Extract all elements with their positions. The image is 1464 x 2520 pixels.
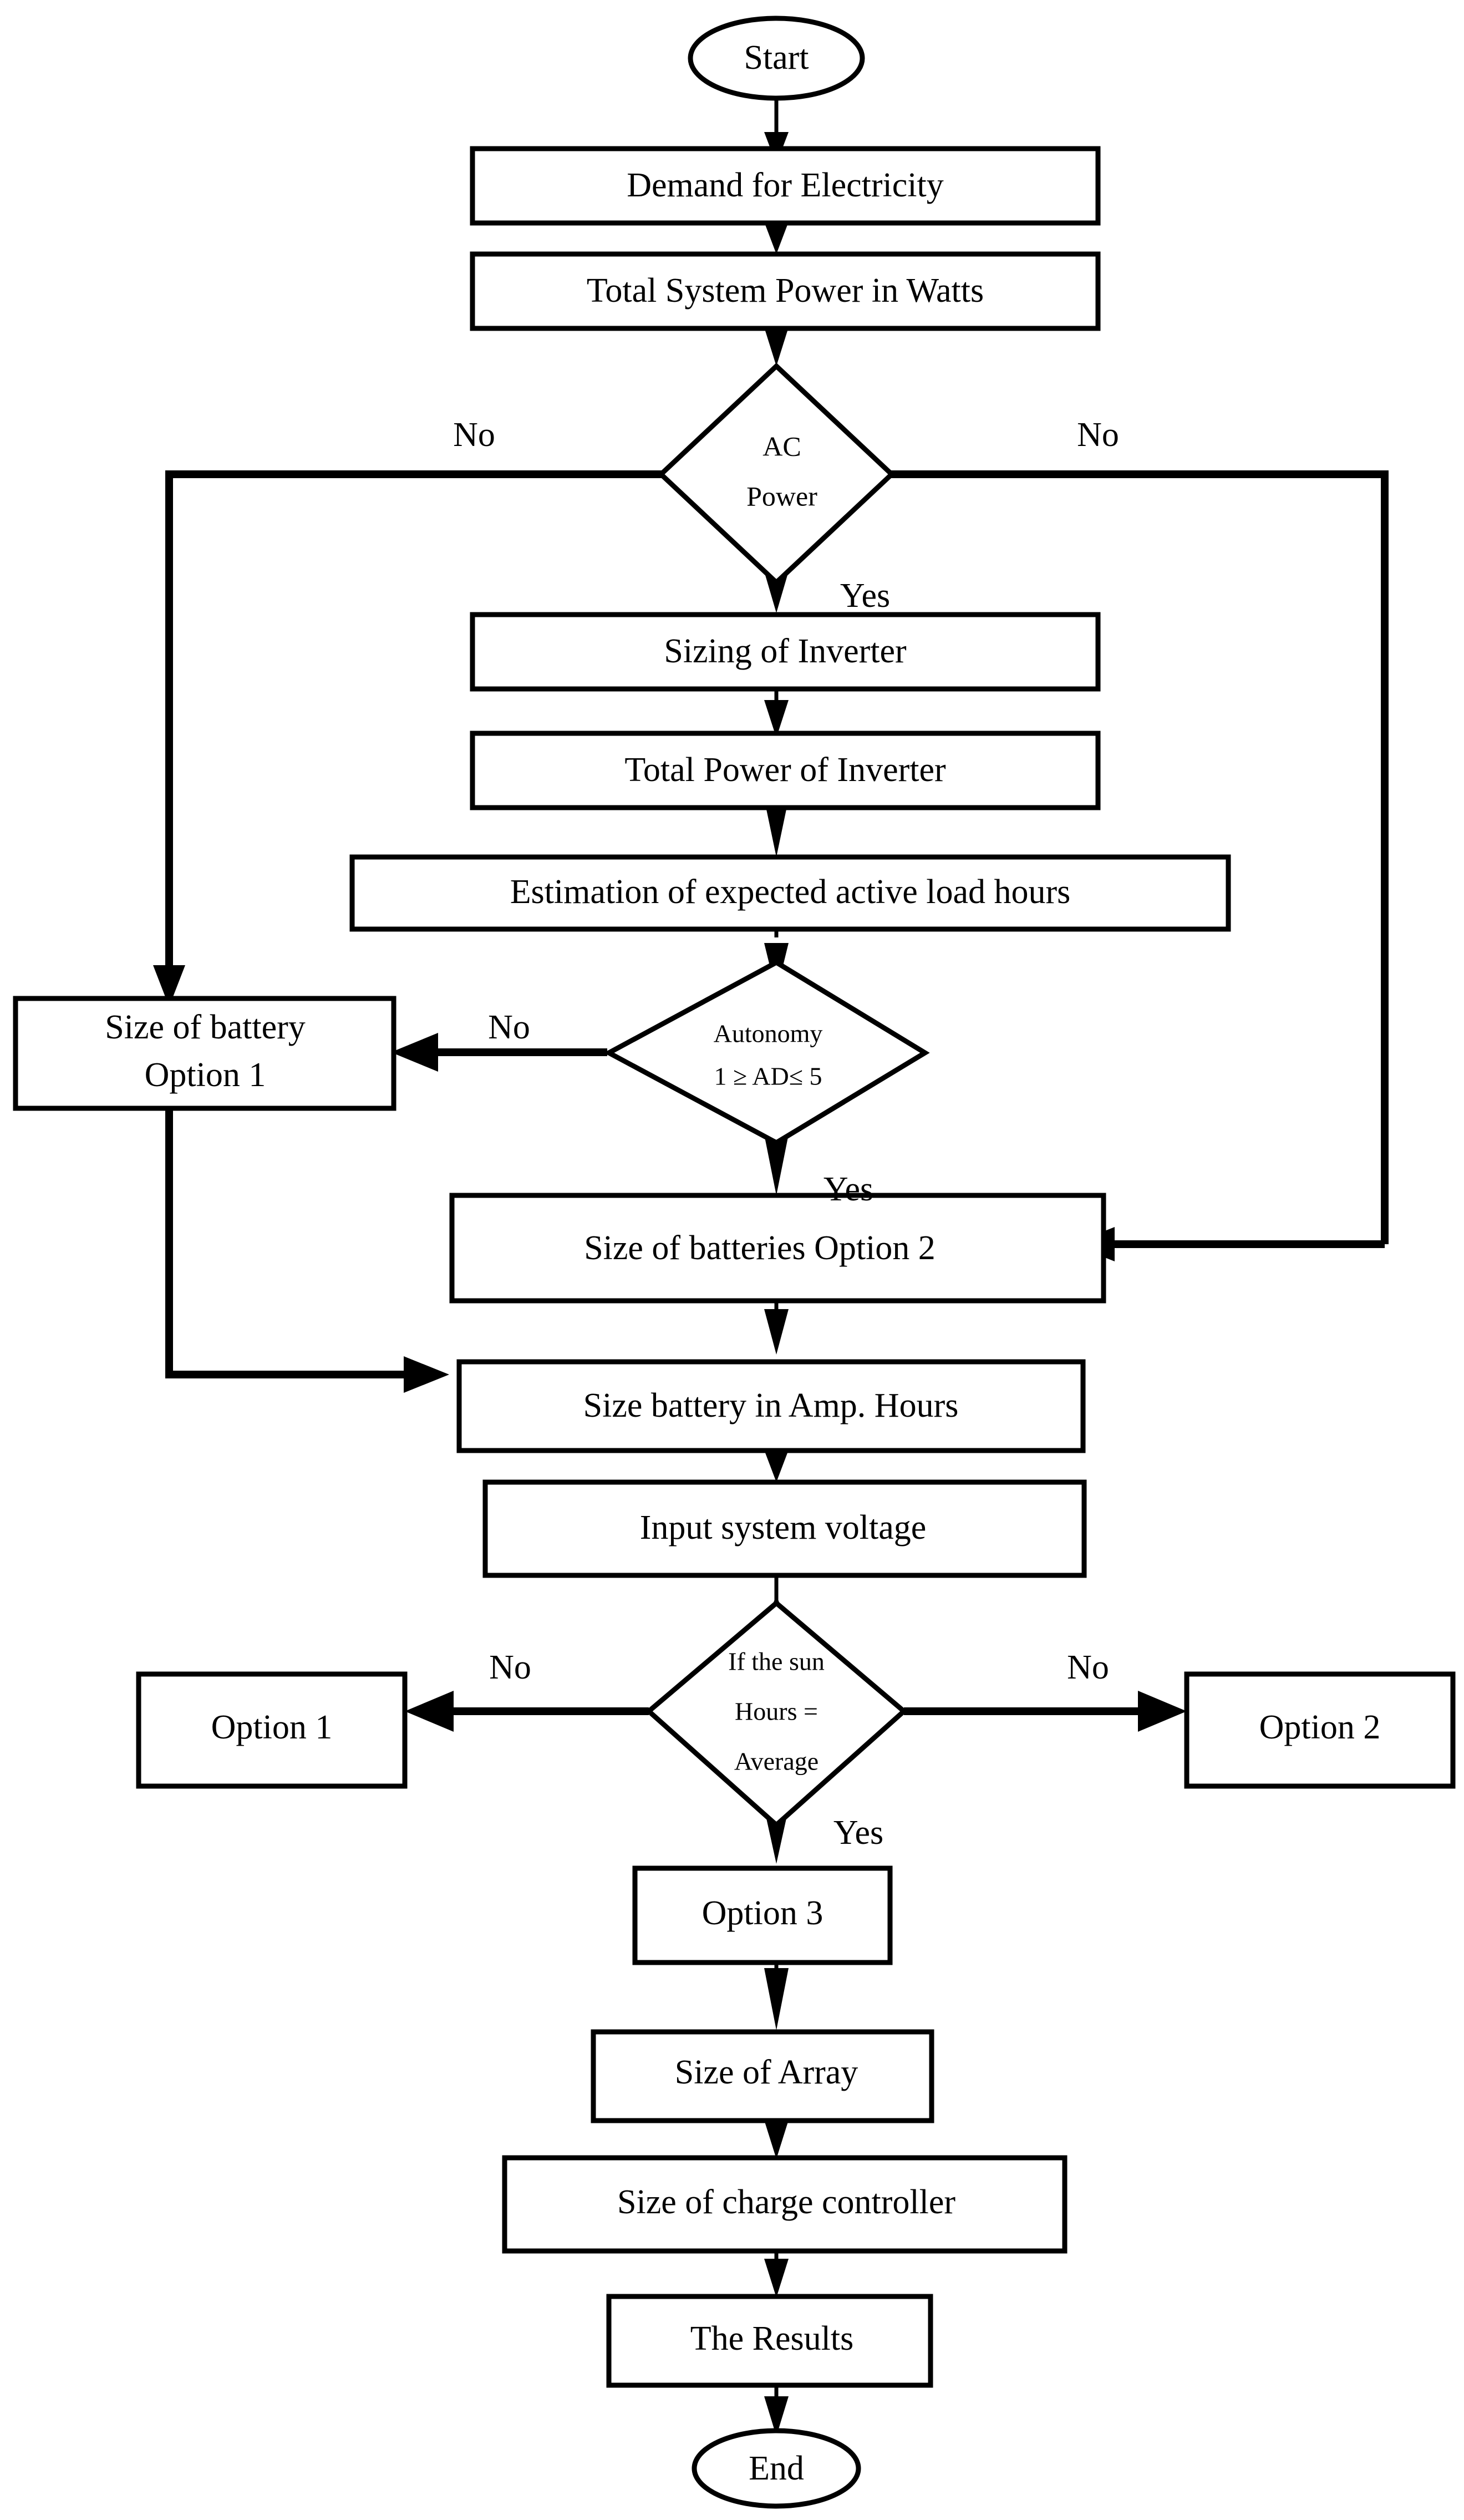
node-demand-label: Demand for Electricity: [627, 166, 944, 204]
node-end-label: End: [749, 2450, 804, 2487]
edge-label-sun-no-left: No: [489, 1649, 531, 1686]
edge-label-autonomy-no: No: [488, 1008, 530, 1046]
edge-label-sun-no-right: No: [1067, 1649, 1109, 1686]
edge-results-end: [764, 2385, 789, 2436]
edge-sunhours-no-left: [405, 1691, 649, 1732]
node-total-power-inverter[interactable]: Total Power of Inverter: [470, 731, 1101, 810]
edge-batteryopt1-amphours: [165, 1096, 449, 1393]
node-autonomy-label-line2: 1 ≥ AD≤ 5: [714, 1062, 822, 1091]
node-battery-option1-label-line1: Size of battery: [105, 1008, 306, 1046]
edge-label-ac-no-left: No: [453, 416, 495, 454]
node-option3-label: Option 3: [702, 1894, 824, 1932]
edge-sunhours-no-right: [904, 1691, 1187, 1732]
node-option1[interactable]: Option 1: [136, 1671, 408, 1789]
node-results-label: The Results: [690, 2320, 853, 2357]
node-sun-hours[interactable]: If the sun Hours = Average: [645, 1600, 908, 1829]
node-option1-label: Option 1: [211, 1708, 333, 1746]
edge-totalpower-acpower: [764, 327, 789, 366]
node-demand[interactable]: Demand for Electricity: [470, 146, 1101, 226]
edge-demand-totalpower: [764, 222, 789, 254]
node-ac-power-label-line1: AC: [762, 430, 801, 462]
node-size-array-label: Size of Array: [675, 2053, 858, 2091]
edge-label-sun-yes: Yes: [833, 1814, 883, 1852]
node-sizing-inverter[interactable]: Sizing of Inverter: [470, 612, 1101, 692]
node-autonomy[interactable]: Autonomy 1 ≥ AD≤ 5: [603, 959, 930, 1146]
edge-acpower-no-left: [153, 470, 688, 1007]
node-amp-hours[interactable]: Size battery in Amp. Hours: [456, 1359, 1086, 1453]
node-charge-controller[interactable]: Size of charge controller: [502, 2155, 1068, 2254]
node-end[interactable]: End: [692, 2428, 861, 2509]
edge-label-ac-yes: Yes: [840, 577, 890, 615]
node-autonomy-label-line1: Autonomy: [714, 1020, 823, 1048]
edge-chargecontroller-results: [764, 2248, 789, 2298]
edge-label-ac-no-right: No: [1077, 416, 1119, 454]
node-input-voltage[interactable]: Input system voltage: [482, 1479, 1087, 1578]
node-batteries-option2-label: Size of batteries Option 2: [584, 1229, 936, 1267]
node-start[interactable]: Start: [688, 16, 865, 101]
node-results[interactable]: The Results: [606, 2294, 933, 2388]
node-start-label: Start: [744, 39, 809, 77]
node-option3[interactable]: Option 3: [632, 1865, 893, 1965]
node-battery-option1-label-line2: Option 1: [145, 1056, 266, 1094]
node-ac-power[interactable]: AC Power: [657, 362, 896, 586]
edge-sizing-totalinv: [764, 689, 789, 738]
node-batteries-option2[interactable]: Size of batteries Option 2: [449, 1193, 1106, 1304]
node-battery-option1[interactable]: Size of battery Option 1: [13, 996, 396, 1111]
node-total-power-label: Total System Power in Watts: [587, 272, 984, 310]
node-option2[interactable]: Option 2: [1184, 1671, 1456, 1789]
edge-label-autonomy-yes: Yes: [824, 1170, 873, 1208]
node-sizing-inverter-label: Sizing of Inverter: [664, 632, 907, 670]
node-size-array[interactable]: Size of Array: [591, 2029, 934, 2123]
node-total-power-inverter-label: Total Power of Inverter: [624, 751, 946, 789]
node-sun-hours-label-line2: Hours =: [735, 1697, 818, 1726]
node-total-power[interactable]: Total System Power in Watts: [470, 251, 1101, 331]
node-ac-power-label-line2: Power: [746, 480, 817, 511]
node-estimation-label: Estimation of expected active load hours: [510, 873, 1071, 911]
node-charge-controller-label: Size of charge controller: [617, 2183, 955, 2221]
edge-amphours-inputvoltage: [764, 1449, 789, 1482]
edge-batteriesopt2-amphours: [764, 1301, 789, 1355]
node-amp-hours-label: Size battery in Amp. Hours: [583, 1387, 959, 1424]
node-sun-hours-label-line1: If the sun: [728, 1647, 825, 1676]
node-sun-hours-label-line3: Average: [734, 1747, 819, 1776]
node-option2-label: Option 2: [1259, 1708, 1381, 1746]
node-input-voltage-label: Input system voltage: [640, 1509, 927, 1547]
edge-autonomy-no: [391, 1033, 607, 1072]
node-estimation[interactable]: Estimation of expected active load hours: [349, 854, 1231, 932]
